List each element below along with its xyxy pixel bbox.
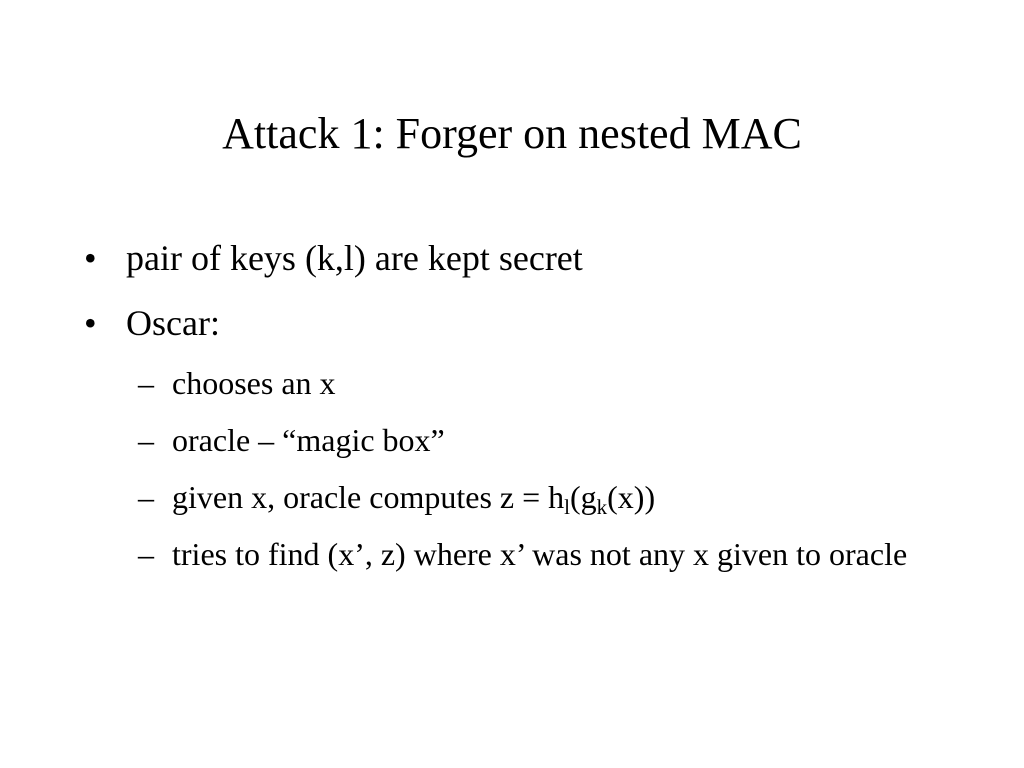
bullet-item: • Oscar: <box>84 301 984 345</box>
sub-bullet-text: tries to find (x’, z) where x’ was not a… <box>172 536 908 572</box>
formula-text: given x, oracle computes z = hl(gk(x)) <box>172 479 656 518</box>
formula-suffix: (x)) <box>607 479 656 515</box>
sub-bullet-item: – chooses an x <box>138 364 952 402</box>
bullet-icon: • <box>84 238 97 278</box>
sub-bullet-text: chooses an x <box>172 365 336 401</box>
formula-subscript-k: k <box>596 495 608 519</box>
sub-bullet-item: – given x, oracle computes z = hl(gk(x)) <box>138 478 952 518</box>
slide-title: Attack 1: Forger on nested MAC <box>222 109 802 158</box>
sub-bullet-list: – chooses an x – oracle – “magic box” – … <box>84 364 984 573</box>
dash-icon: – <box>138 365 154 401</box>
sub-bullet-text: oracle – “magic box” <box>172 422 445 458</box>
formula-prefix: given x, oracle computes z = h <box>172 479 565 515</box>
bullet-item: • pair of keys (k,l) are kept secret <box>84 236 984 280</box>
bullet-text: pair of keys (k,l) are kept secret <box>126 238 583 278</box>
dash-icon: – <box>138 536 154 572</box>
dash-icon: – <box>138 422 154 458</box>
sub-bullet-item: – oracle – “magic box” <box>138 421 952 459</box>
bullet-icon: • <box>84 303 97 343</box>
bullet-text: Oscar: <box>126 303 220 343</box>
sub-bullet-item: – tries to find (x’, z) where x’ was not… <box>138 535 952 573</box>
dash-icon: – <box>138 479 154 515</box>
formula-mid: (g <box>569 479 597 515</box>
formula-subscript-l: l <box>564 495 570 519</box>
bullet-list: • pair of keys (k,l) are kept secret • O… <box>84 236 984 592</box>
